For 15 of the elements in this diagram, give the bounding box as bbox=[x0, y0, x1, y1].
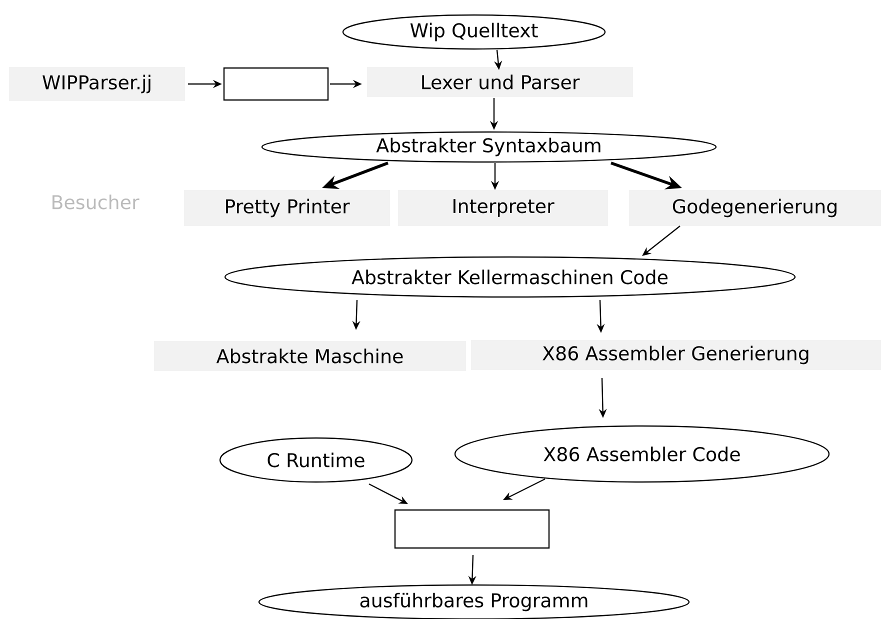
annotation-label: Besucher bbox=[52, 194, 140, 210]
process-box bbox=[223, 67, 329, 101]
ellipse-node: Wip Quelltext bbox=[342, 14, 606, 50]
text-band: Abstrakte Maschine bbox=[154, 341, 466, 371]
text-band: Interpreter bbox=[398, 190, 608, 226]
text-band: Lexer und Parser bbox=[367, 67, 633, 97]
text-band: Godegenerierung bbox=[629, 190, 881, 226]
ellipse-node: Abstrakter Syntaxbaum bbox=[261, 131, 717, 163]
text-band: X86 Assembler Generierung bbox=[471, 340, 881, 370]
ellipse-node: C Runtime bbox=[219, 437, 413, 483]
text-band: WIPParser.jj bbox=[9, 67, 185, 101]
process-box bbox=[394, 509, 550, 549]
ellipse-node: Abstrakter Kellermaschinen Code bbox=[224, 256, 796, 298]
ellipse-node: X86 Assembler Code bbox=[454, 425, 830, 483]
text-band: Pretty Printer bbox=[184, 190, 390, 226]
